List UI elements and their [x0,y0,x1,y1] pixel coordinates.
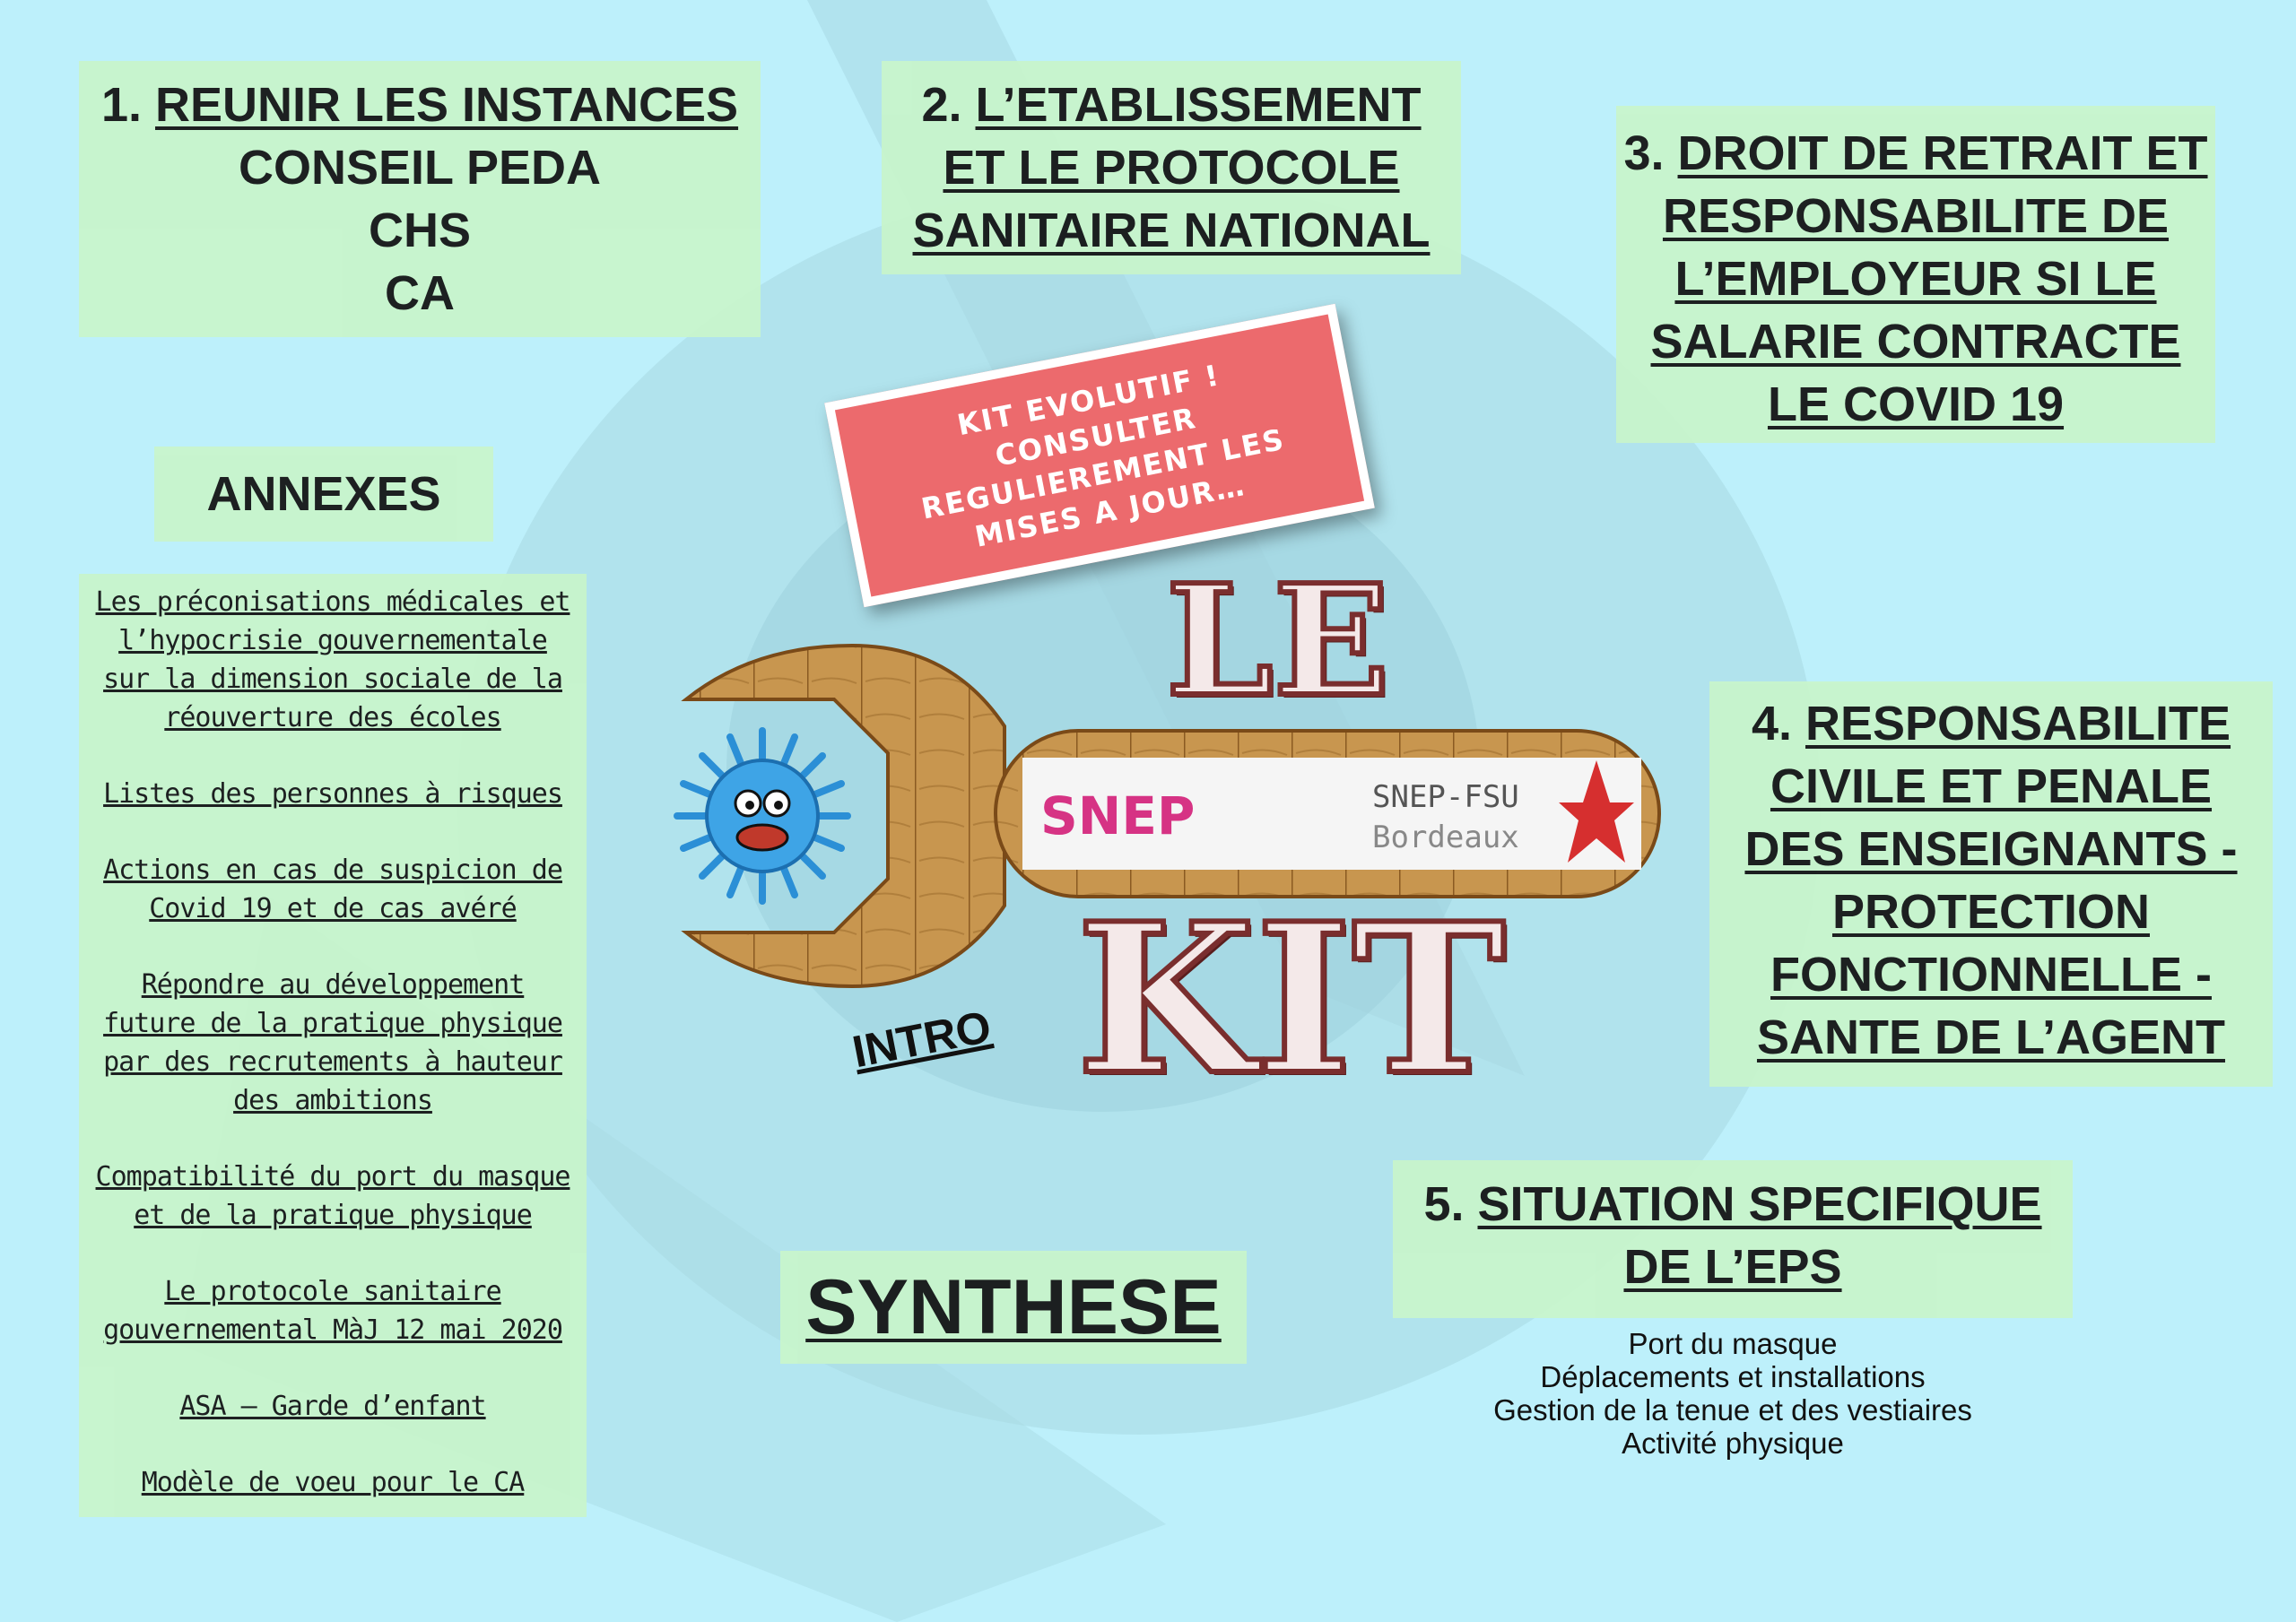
section-5-item: Gestion de la tenue et des vestiaires [1493,1393,1972,1427]
section-1-number: 1. [100,78,142,132]
wrench-head [681,643,1006,989]
snep-fsu-logo-line1: SNEP-FSU [1372,779,1519,815]
annexes-list-box: Les préconisations médicales et l’hypocr… [79,574,587,1517]
section-4-number: 4. [1751,697,1792,750]
annex-link[interactable]: Compatibilité du port du masque et de la… [95,1161,571,1231]
section-4-line[interactable]: FONCTIONNELLE - [1770,948,2212,1002]
virus-icon [674,727,851,905]
section-1-line: CONSEIL PEDA [238,141,602,195]
section-5-line[interactable]: DE L’EPS [1623,1240,1842,1294]
snep-fsu-logo-line2: Bordeaux [1372,820,1519,855]
section-1-line: CA [385,266,455,320]
annex-link[interactable]: ASA – Garde d’enfant [179,1391,486,1422]
section-5-line[interactable]: SITUATION SPECIFIQUE [1477,1177,2042,1231]
annex-link[interactable]: Modèle de voeu pour le CA [141,1467,526,1498]
section-5-item: Activité physique [1622,1427,1844,1460]
section-3-line[interactable]: SALARIE CONTRACTE [1650,315,2181,369]
section-3-line[interactable]: RESPONSABILITE DE [1662,189,2170,243]
section-2-line[interactable]: ET LE PROTOCOLE [943,141,1400,195]
kit-word-le: LE [1163,551,1392,731]
wrench-illustration: SNEP SNEP-FSU Bordeaux [674,643,1661,989]
annex-link[interactable]: Les préconisations médicales et l’hypocr… [95,586,571,733]
section-2-number: 2. [921,78,962,132]
section-5-item: Déplacements et installations [1540,1360,1926,1393]
snep-logo: SNEP [1040,785,1195,846]
annex-link[interactable]: Le protocole sanitaire gouvernemental Mà… [103,1276,563,1346]
section-3-line[interactable]: L’EMPLOYEUR SI LE [1674,252,2157,306]
section-2-box[interactable]: 2. L’ETABLISSEMENT ET LE PROTOCOLE SANIT… [882,61,1461,274]
star-logo-icon [1559,760,1634,863]
section-2-line[interactable]: L’ETABLISSEMENT [975,78,1422,132]
section-5-box[interactable]: 5. SITUATION SPECIFIQUE DE L’EPS [1393,1160,2073,1318]
section-5-number: 5. [1423,1177,1465,1231]
section-5-item: Port du masque [1628,1327,1838,1360]
logo-strip [1022,758,1641,870]
section-2-line[interactable]: SANITAIRE NATIONAL [912,204,1431,257]
section-4-line[interactable]: PROTECTION [1831,885,2150,939]
section-4-box[interactable]: 4. RESPONSABILITE CIVILE ET PENALE DES E… [1709,681,2273,1087]
section-1-line: CHS [368,204,471,257]
section-3-line[interactable]: LE COVID 19 [1767,377,2065,431]
section-3-line[interactable]: DROIT DE RETRAIT ET [1677,126,2208,180]
section-1-heading[interactable]: REUNIR LES INSTANCES [155,78,739,132]
section-3-box[interactable]: 3. DROIT DE RETRAIT ET RESPONSABILITE DE… [1616,106,2215,443]
section-4-line[interactable]: CIVILE ET PENALE [1770,759,2213,813]
kit-word-kit: KIT [1074,879,1509,1121]
section-4-line[interactable]: SANTE DE L’AGENT [1756,1010,2226,1064]
section-4-line[interactable]: DES ENSEIGNANTS - [1744,822,2238,876]
section-3-number: 3. [1623,126,1665,180]
annex-link[interactable]: Listes des personnes à risques [103,778,563,810]
annexes-title-box: ANNEXES [154,447,493,542]
section-4-line[interactable]: RESPONSABILITE [1805,697,2231,750]
annex-link[interactable]: Actions en cas de suspicion de Covid 19 … [103,854,563,924]
annex-link[interactable]: Répondre au développement future de la p… [103,969,563,1116]
section-5-items: Port du masque Déplacements et installat… [1393,1327,2073,1460]
annexes-title: ANNEXES [206,467,441,521]
synthese-box[interactable]: SYNTHESE [780,1251,1247,1364]
synthese-link[interactable]: SYNTHESE [805,1264,1222,1350]
section-1-box[interactable]: 1. REUNIR LES INSTANCES CONSEIL PEDA CHS… [79,61,761,337]
